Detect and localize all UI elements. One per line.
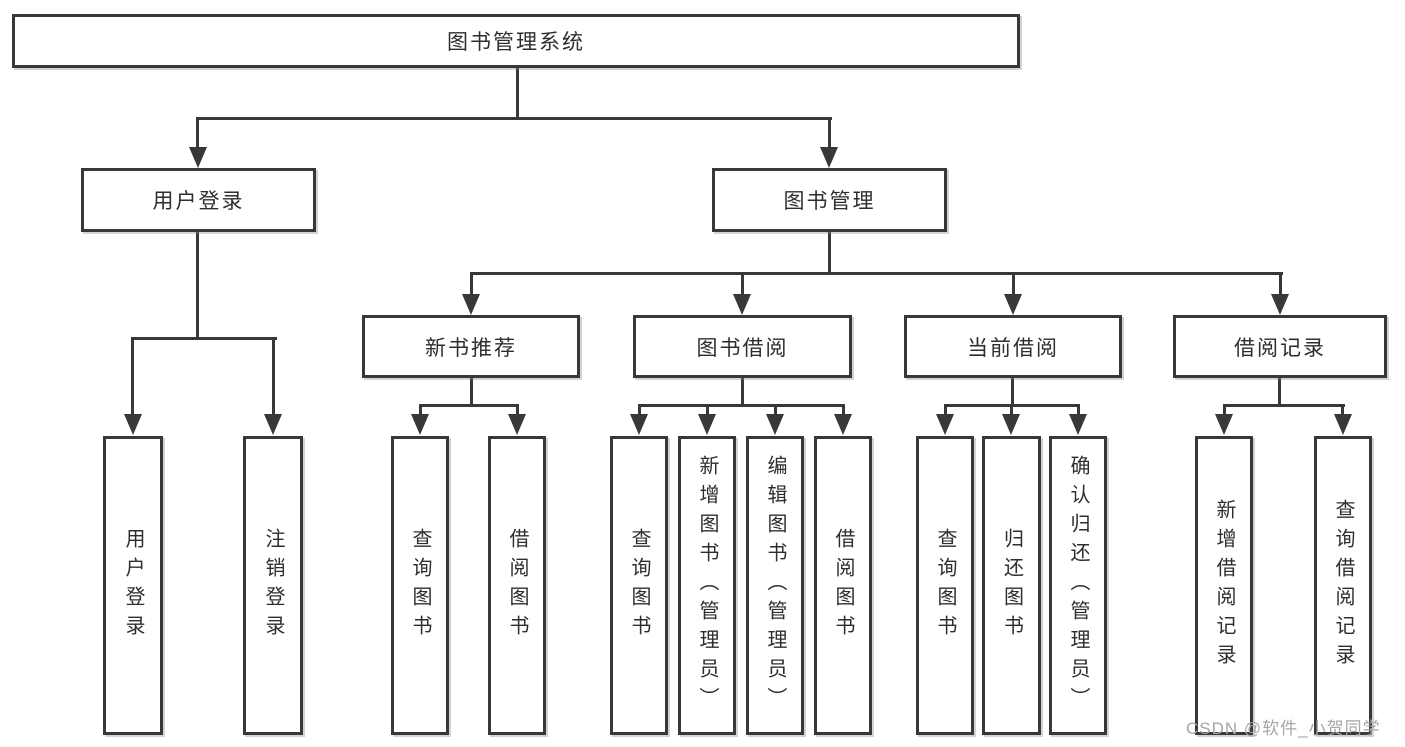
leaf-current-query: 查询图书 xyxy=(916,436,974,735)
leaf-current-return-label: 归还图书 xyxy=(1000,527,1023,644)
connector-line xyxy=(131,337,277,340)
arrow-down-icon xyxy=(411,414,429,435)
connector-line xyxy=(741,272,744,297)
arrow-down-icon xyxy=(189,147,207,168)
arrow-down-icon xyxy=(124,414,142,435)
leaf-record-query: 查询借阅记录 xyxy=(1314,436,1372,735)
connector-line xyxy=(1223,404,1226,417)
leaf-user-login-label: 用户登录 xyxy=(122,527,144,644)
arrow-down-icon xyxy=(1004,294,1022,315)
node-root: 图书管理系统 xyxy=(12,14,1020,68)
node-borrow-records: 借阅记录 xyxy=(1173,315,1387,378)
node-book-borrow-label: 图书借阅 xyxy=(696,336,789,360)
arrow-down-icon xyxy=(1334,414,1352,435)
connector-line xyxy=(1077,404,1080,417)
leaf-record-add: 新增借阅记录 xyxy=(1195,436,1253,735)
leaf-current-confirm-label: 确认归还（管理员） xyxy=(1067,455,1089,716)
leaf-borrow-edit-label: 编辑图书（管理员） xyxy=(764,455,786,716)
arrow-down-icon xyxy=(508,414,526,435)
connector-line xyxy=(944,404,947,417)
connector-line xyxy=(516,67,519,118)
connector-line xyxy=(706,404,709,417)
connector-line xyxy=(196,232,199,339)
connector-line xyxy=(470,272,1283,275)
leaf-logout-label: 注销登录 xyxy=(262,527,284,644)
leaf-borrow-borrow-label: 借阅图书 xyxy=(832,527,854,644)
arrow-down-icon xyxy=(630,414,648,435)
arrow-down-icon xyxy=(733,294,751,315)
leaf-current-query-label: 查询图书 xyxy=(934,527,956,644)
leaf-borrow-query: 查询图书 xyxy=(610,436,668,735)
connector-line xyxy=(1279,272,1282,297)
leaf-record-add-label: 新增借阅记录 xyxy=(1213,498,1235,673)
arrow-down-icon xyxy=(834,414,852,435)
connector-line xyxy=(828,117,831,150)
connector-line xyxy=(131,337,134,416)
arrow-down-icon xyxy=(698,414,716,435)
connector-line xyxy=(1011,378,1014,406)
node-book-mgmt: 图书管理 xyxy=(712,168,947,232)
connector-line xyxy=(828,232,831,275)
arrow-down-icon xyxy=(766,414,784,435)
connector-line xyxy=(638,404,845,407)
node-root-label: 图书管理系统 xyxy=(447,31,585,54)
node-new-books-label: 新书推荐 xyxy=(425,336,517,360)
connector-line xyxy=(1223,404,1345,407)
leaf-borrow-edit: 编辑图书（管理员） xyxy=(746,436,804,735)
leaf-borrow-add: 新增图书（管理员） xyxy=(678,436,736,735)
connector-line xyxy=(741,378,744,406)
leaf-current-return: 归还图书 xyxy=(982,436,1041,735)
arrow-down-icon xyxy=(1215,414,1233,435)
connector-line xyxy=(419,404,519,407)
connector-line xyxy=(1012,272,1015,297)
arrow-down-icon xyxy=(1271,294,1289,315)
leaf-logout: 注销登录 xyxy=(243,436,303,735)
connector-line xyxy=(470,378,473,406)
arrow-down-icon xyxy=(936,414,954,435)
arrow-down-icon xyxy=(820,147,838,168)
leaf-borrow-add-label: 新增图书（管理员） xyxy=(696,455,718,716)
leaf-user-login: 用户登录 xyxy=(103,436,163,735)
arrow-down-icon xyxy=(1069,414,1087,435)
connector-line xyxy=(272,337,275,416)
arrow-down-icon xyxy=(264,414,282,435)
node-new-books: 新书推荐 xyxy=(362,315,580,378)
leaf-newbook-query-label: 查询图书 xyxy=(409,527,431,644)
connector-line xyxy=(842,404,845,417)
leaf-borrow-query-label: 查询图书 xyxy=(628,527,650,644)
csdn-watermark: CSDN @软件_小贺同学 xyxy=(1186,719,1381,738)
node-borrow-records-label: 借阅记录 xyxy=(1234,336,1326,360)
node-user-login: 用户登录 xyxy=(81,168,316,232)
arrow-down-icon xyxy=(462,294,480,315)
node-current-borrow-label: 当前借阅 xyxy=(967,336,1059,360)
connector-line xyxy=(1010,404,1013,417)
leaf-newbook-borrow: 借阅图书 xyxy=(488,436,546,735)
leaf-newbook-borrow-label: 借阅图书 xyxy=(506,527,528,644)
leaf-record-query-label: 查询借阅记录 xyxy=(1332,498,1354,673)
node-current-borrow: 当前借阅 xyxy=(904,315,1122,378)
leaf-newbook-query: 查询图书 xyxy=(391,436,449,735)
connector-line xyxy=(470,272,473,297)
connector-line xyxy=(774,404,777,417)
connector-line xyxy=(1278,378,1281,406)
leaf-borrow-borrow: 借阅图书 xyxy=(814,436,872,735)
connector-line xyxy=(419,404,422,417)
connector-line xyxy=(1341,404,1344,417)
connector-line xyxy=(516,404,519,417)
node-book-mgmt-label: 图书管理 xyxy=(783,190,876,213)
node-user-login-label: 用户登录 xyxy=(152,190,245,213)
connector-line xyxy=(196,117,199,150)
arrow-down-icon xyxy=(1002,414,1020,435)
connector-line xyxy=(196,117,832,120)
leaf-current-confirm: 确认归还（管理员） xyxy=(1049,436,1107,735)
connector-line xyxy=(638,404,641,417)
node-book-borrow: 图书借阅 xyxy=(633,315,852,378)
